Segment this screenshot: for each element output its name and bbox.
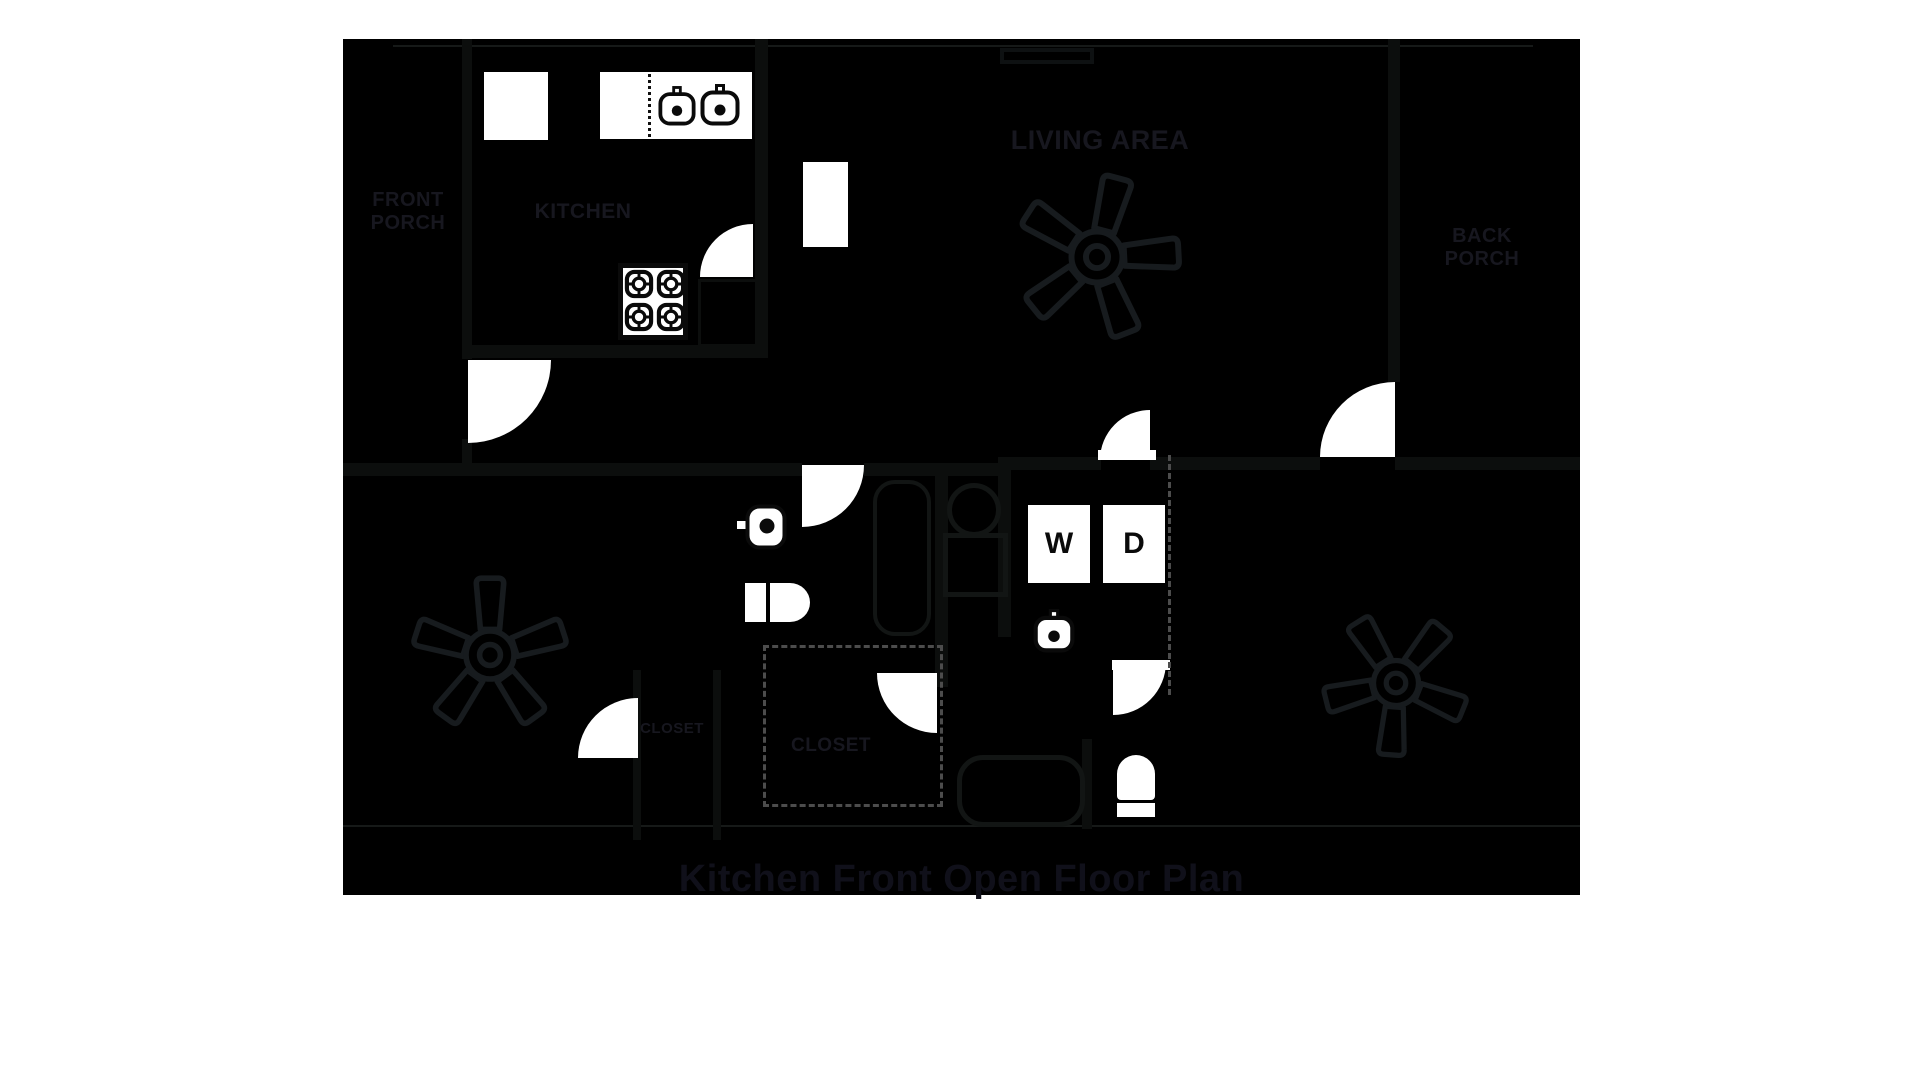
bottom-wall-seam — [343, 825, 1580, 827]
mid-wall-right-c — [1395, 457, 1580, 470]
wall-opening — [803, 162, 848, 247]
back-door-swing — [1320, 382, 1395, 457]
plumbing-dashed-line — [1168, 455, 1171, 695]
refrigerator — [484, 72, 548, 140]
living-area-label: LIVING AREA — [1010, 125, 1190, 155]
burner-icon — [624, 269, 654, 299]
master-toilet-bowl — [1117, 755, 1155, 800]
hall-toilet-bowl — [770, 583, 810, 622]
mid-wall-right-b — [1150, 457, 1320, 470]
counter-divider-line — [648, 74, 651, 137]
master-bath-wall — [1082, 739, 1092, 829]
kitchen-bottom-wall — [462, 345, 768, 358]
kitchen-sink-left-icon — [658, 85, 696, 127]
living-ceiling-fan-icon — [1012, 172, 1182, 342]
front-porch-line2: PORCH — [370, 212, 446, 234]
bedroom1-ceiling-fan-icon — [410, 575, 570, 735]
water-heater-circle — [947, 483, 1001, 537]
bedroom-door-swing — [578, 698, 638, 758]
back-porch-line2: PORCH — [1444, 248, 1520, 270]
washer-box: W — [1028, 505, 1090, 583]
front-porch-label: FRONT PORCH — [355, 189, 461, 235]
mid-wall-left — [343, 463, 802, 476]
walkin-closet-label: CLOSET — [790, 735, 872, 756]
hall-toilet-tank — [745, 583, 766, 622]
hall-closet-label: CLOSET — [640, 720, 704, 737]
closet-wall-b — [713, 670, 721, 840]
master-toilet-tank — [1117, 803, 1155, 817]
mid-wall-right-a — [1011, 457, 1101, 470]
kitchen-right-wall — [755, 39, 768, 347]
burner-icon — [656, 302, 686, 332]
kitchen-sink-right-icon — [700, 83, 740, 127]
burner-icon — [656, 269, 686, 299]
walkin-closet-dashed-outline — [763, 645, 943, 807]
living-window — [1000, 48, 1094, 64]
dryer-box: D — [1103, 505, 1165, 583]
back-porch-line1: BACK — [1452, 225, 1512, 247]
top-wall-seam — [393, 45, 1533, 47]
back-porch-label: BACK PORCH — [1432, 225, 1532, 271]
washer-label: W — [1044, 527, 1074, 560]
back-porch-wall — [1388, 39, 1400, 382]
floor-plan: FRONT PORCH KITCHEN LIVING AREA BACK POR… — [343, 39, 1580, 900]
dryer-label: D — [1123, 527, 1145, 560]
kitchen-label: KITCHEN — [534, 200, 632, 223]
bathtub — [873, 480, 931, 636]
front-door-swing — [468, 360, 551, 443]
laundry-door-swing — [1100, 410, 1150, 460]
hall-bath-sink-icon — [736, 501, 788, 551]
porch-wall — [462, 39, 472, 359]
hall-bath-door-swing — [802, 465, 864, 527]
stove-cooktop — [618, 263, 688, 340]
pantry-box — [698, 279, 758, 347]
porch-wall-stub — [462, 439, 472, 475]
master-bath-door-swing — [1113, 662, 1166, 715]
kitchen-door-swing — [700, 224, 753, 277]
plan-title: Kitchen Front Open Floor Plan — [678, 858, 1245, 900]
kitchen-sink-counter — [600, 72, 752, 139]
front-porch-line1: FRONT — [372, 189, 444, 211]
garden-tub — [957, 755, 1085, 827]
master-bedroom-ceiling-fan-icon — [1321, 608, 1471, 758]
utility-square — [943, 533, 1008, 597]
master-bath-sink-icon — [1031, 609, 1077, 653]
burner-icon — [624, 302, 654, 332]
bath-right-wall — [935, 465, 948, 687]
mid-wall-center — [864, 463, 998, 476]
